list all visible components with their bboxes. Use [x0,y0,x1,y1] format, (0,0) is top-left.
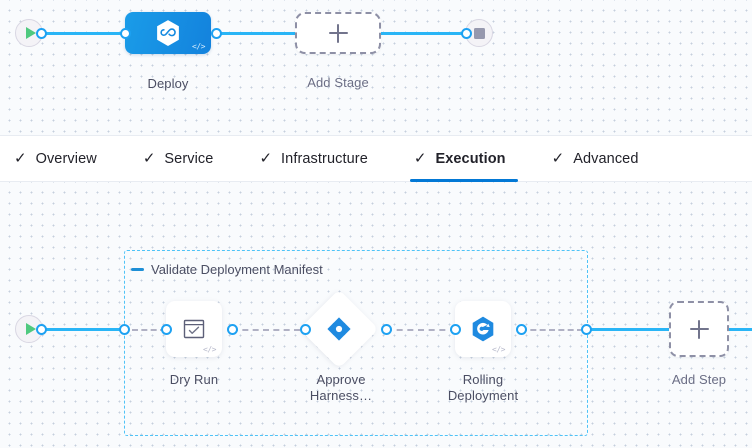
tab-infrastructure[interactable]: ✓ Infrastructure [259,136,367,182]
code-glyph: </> [203,345,216,354]
port-approve-out[interactable] [381,324,392,335]
port-deploy-in[interactable] [120,28,131,39]
check-icon: ✓ [259,149,273,167]
link-dryrun-to-approve [232,329,300,331]
tab-execution[interactable]: ✓ Execution [409,136,518,182]
port-rolling-in[interactable] [450,324,461,335]
harness-hexagon-icon [157,20,179,46]
link-start-to-deploy [36,32,132,35]
step-label-dry-run: Dry Run [169,372,219,387]
add-stage-button[interactable] [295,12,381,54]
play-icon [25,27,36,39]
port-group-in[interactable] [119,324,130,335]
port-deploy-out[interactable] [211,28,222,39]
stage-config-tabs[interactable]: ✓ Overview ✓ Service ✓ Infrastructure ✓ … [0,135,752,182]
port-approve-in[interactable] [300,324,311,335]
add-step-button[interactable] [669,301,729,357]
port-exec-start-out[interactable] [36,324,47,335]
code-glyph: </> [192,42,205,51]
stage-label-deploy: Deploy [147,76,189,91]
link-deploy-to-addstage [216,32,306,35]
tab-service[interactable]: ✓ Service [143,136,214,182]
tab-label: Advanced [573,150,639,167]
stage-graph-canvas[interactable]: </> Deploy Add Stage [0,0,752,135]
link-addstep-out [728,328,752,331]
rolling-deployment-icon [472,316,494,342]
harness-approval-icon [324,314,354,344]
port-dryrun-in[interactable] [161,324,172,335]
link-group-to-addstep [586,328,670,331]
code-glyph: </> [492,345,505,354]
port-group-out[interactable] [581,324,592,335]
link-addstage-to-end [372,32,472,35]
shell-script-check-icon [183,319,205,339]
port-dryrun-out[interactable] [227,324,238,335]
stop-icon [473,27,485,39]
step-node-dry-run[interactable]: </> [166,301,222,357]
plus-icon [689,319,709,339]
tab-advanced[interactable]: ✓ Advanced [552,136,639,182]
tab-label: Overview [35,150,97,167]
link-rolling-to-groupend [521,329,583,331]
check-icon: ✓ [413,149,427,167]
step-node-rolling-deployment[interactable]: </> [455,301,511,357]
port-rolling-out[interactable] [516,324,527,335]
execution-graph-canvas[interactable]: Validate Deployment Manifest </> [0,182,752,448]
step-group-title: Validate Deployment Manifest [151,262,323,277]
step-group-header[interactable]: Validate Deployment Manifest [131,262,323,277]
check-icon: ✓ [142,149,156,167]
plus-icon [328,23,348,43]
add-step-label: Add Step [671,372,727,387]
check-icon: ✓ [551,149,565,167]
tab-label: Infrastructure [281,150,368,167]
link-group-to-dryrun [132,329,166,331]
tab-label: Execution [435,150,506,167]
play-icon [25,323,36,335]
add-stage-label: Add Stage [307,75,369,90]
link-approve-to-rolling [386,329,456,331]
minus-icon[interactable] [131,268,144,271]
tab-label: Service [164,150,214,167]
step-group-validate-deployment-manifest[interactable] [124,250,588,436]
step-label-approve-harness: Approve Harness… [309,372,373,403]
tab-overview[interactable]: ✓ Overview [14,136,97,182]
port-end-in[interactable] [461,28,472,39]
port-start-out[interactable] [36,28,47,39]
link-start-to-group [36,328,126,331]
stage-node-deploy[interactable]: </> [125,12,211,54]
check-icon: ✓ [14,149,27,167]
step-label-rolling-deployment: Rolling Deployment [447,372,519,403]
